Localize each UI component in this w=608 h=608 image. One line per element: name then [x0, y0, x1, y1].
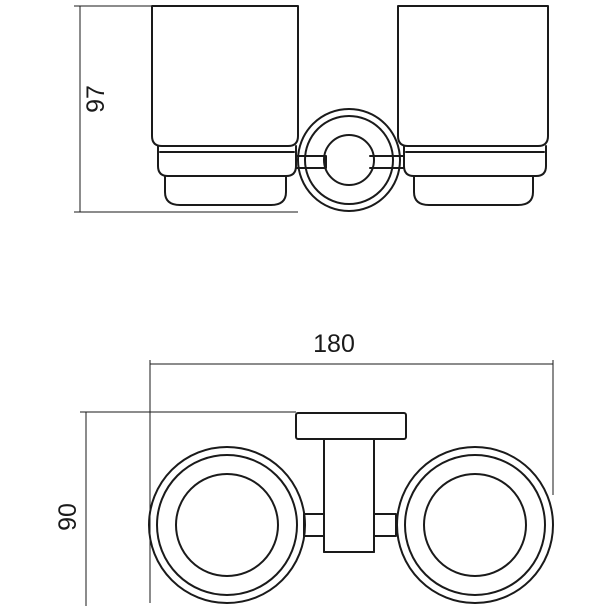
top-arms — [303, 513, 397, 537]
dimension-depth: 90 — [54, 411, 296, 606]
dimension-height: 97 — [74, 5, 298, 213]
dimension-height-label: 97 — [82, 85, 110, 113]
top-wall-plate — [295, 412, 407, 440]
front-wall-mount — [297, 108, 401, 212]
dimension-depth-label: 90 — [54, 503, 82, 531]
top-left-ring — [148, 446, 306, 604]
left-cup — [151, 5, 299, 206]
dimension-width: 180 — [149, 330, 554, 603]
front-view: 97 — [74, 5, 549, 213]
right-cup — [397, 5, 549, 206]
top-view: 180 90 — [54, 330, 554, 606]
top-right-ring — [396, 446, 554, 604]
top-post — [323, 438, 375, 553]
front-arms — [295, 155, 405, 169]
dimension-width-label: 180 — [313, 330, 355, 358]
